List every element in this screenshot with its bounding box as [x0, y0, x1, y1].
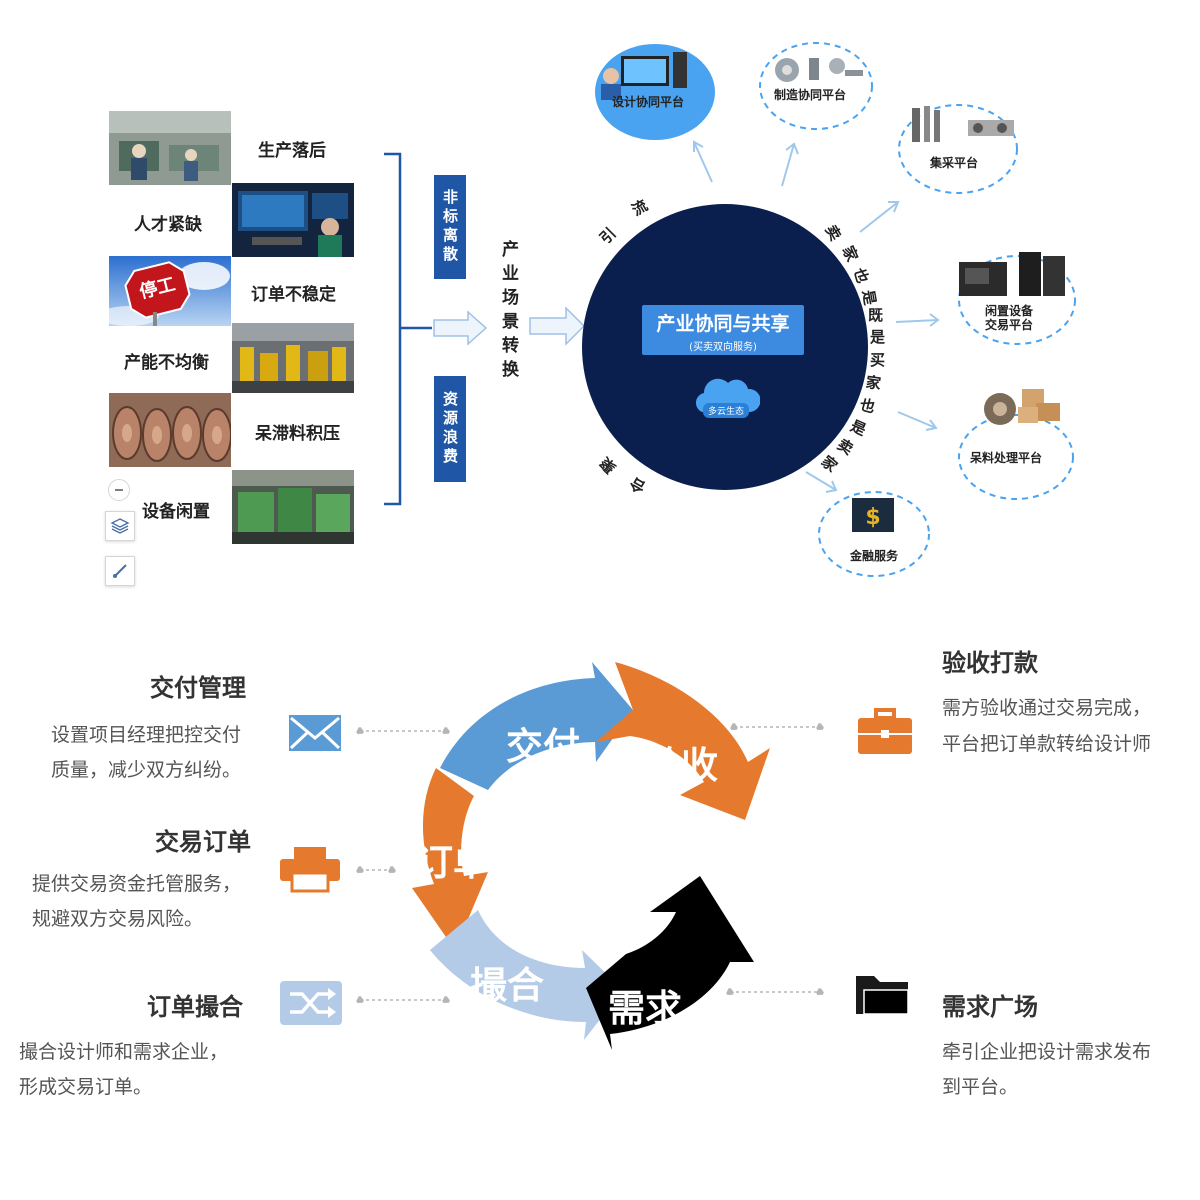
folder-icon [856, 976, 909, 1015]
arc-right-5: 既 [868, 306, 884, 324]
idle-platform-label-1: 闲置设备 [985, 304, 1034, 318]
scrap-platform-label: 呆料处理平台 [970, 451, 1043, 465]
delivery-mgmt-title: 交付管理 [150, 674, 246, 702]
cycle-label-match: 撮合 [470, 964, 544, 1007]
cycle-segment-match [430, 910, 623, 1040]
design-platform-label: 设计协同平台 [612, 95, 685, 109]
layers-icon [110, 518, 130, 534]
shuffle-icon [280, 981, 342, 1025]
design-platform-circle [595, 44, 715, 140]
demand-square-desc-2: 到平台。 [942, 1076, 1019, 1098]
brush-icon [113, 564, 127, 578]
layers-button[interactable] [105, 511, 135, 541]
scene-transform-text: 产业场景转换 [498, 240, 518, 384]
trade-order-desc-1: 提供交易资金托管服务， [32, 873, 242, 895]
delivery-mgmt-desc-1: 设置项目经理把控交付 [51, 724, 242, 746]
outward-arrows [693, 140, 940, 493]
finance-platform-circle: $ [818, 491, 930, 577]
acceptance-pay-desc-1: 需方验收通过交易完成， [942, 697, 1152, 719]
trade-order-desc-2: 规避双方交易风险。 [32, 908, 204, 930]
problem-label-capacity: 产能不均衡 [124, 353, 209, 373]
cycle-segment-acceptance [596, 662, 770, 820]
stop-sign-photo: 停工 [109, 256, 231, 330]
right-arrow-1 [433, 310, 488, 346]
cycle-segment-delivery [440, 662, 633, 790]
problem-label-talent: 人才紧缺 [134, 215, 202, 235]
purchase-platform-circle [898, 104, 1018, 194]
problem-label-production: 生产落后 [258, 141, 326, 161]
arc-right-6: 是 [870, 328, 886, 346]
robot-line-photo [232, 323, 354, 393]
cycle-label-order: 订单 [416, 841, 490, 884]
hub-title-box: 产业协同与共享 (买卖双向服务) [642, 305, 804, 355]
flow-connectors [384, 152, 586, 506]
tag-nonstandard: 非标离散 [434, 175, 466, 279]
demand-square-title: 需求广场 [942, 993, 1038, 1021]
envelope-icon [289, 715, 341, 751]
acceptance-pay-title: 验收打款 [942, 649, 1038, 677]
zoom-out-button[interactable] [108, 479, 130, 501]
cycle-label-delivery: 交付 [506, 725, 580, 768]
idle-platform-circle [958, 252, 1076, 345]
factory-photo [109, 111, 231, 185]
right-arrow-2 [529, 306, 586, 346]
delivery-mgmt-desc-2: 质量，减少双方纠纷。 [51, 759, 242, 781]
idle-platform-label-2: 交易平台 [985, 318, 1034, 332]
cycle-label-acceptance: 验收 [644, 744, 718, 787]
finance-platform-label: 金融服务 [850, 549, 899, 563]
manufacture-platform-circle [759, 42, 873, 130]
cycle-segment-order [412, 768, 488, 950]
order-match-desc-1: 撮合设计师和需求企业， [19, 1041, 229, 1063]
demand-square-desc-1: 牵引企业把设计需求发布 [942, 1041, 1152, 1063]
cycle-connectors [356, 723, 824, 1004]
arc-right-7: 买 [870, 351, 886, 369]
brush-button[interactable] [105, 556, 135, 586]
cloud-label: 多云生态 [703, 403, 750, 418]
hub-title: 产业协同与共享 [656, 313, 790, 335]
cycle-diagram [412, 662, 770, 1050]
order-match-desc-2: 形成交易订单。 [19, 1076, 153, 1098]
hub-subtitle: (买卖双向服务) [689, 342, 757, 353]
printer-icon [280, 847, 340, 893]
problem-label-idle: 设备闲置 [142, 502, 210, 522]
briefcase-icon [858, 708, 912, 754]
minus-icon [115, 489, 123, 491]
idle-machines-photo [232, 470, 354, 544]
problem-label-orders: 订单不稳定 [251, 285, 336, 305]
manufacture-platform-label: 制造协同平台 [774, 88, 847, 102]
tag-waste: 资源浪费 [434, 376, 466, 482]
purchase-platform-label: 集采平台 [930, 156, 979, 170]
office-photo [232, 183, 354, 257]
svg-text:$: $ [865, 505, 880, 530]
acceptance-pay-desc-2: 平台把订单款转给设计师 [942, 733, 1152, 755]
cycle-segment-demand [586, 876, 754, 1050]
trade-order-title: 交易订单 [155, 828, 251, 856]
scrap-platform-circle [958, 389, 1074, 500]
problem-label-inventory: 呆滞料积压 [255, 424, 340, 444]
cycle-label-demand: 需求 [608, 987, 682, 1030]
steel-coil-photo [109, 393, 231, 467]
order-match-title: 订单撮合 [147, 993, 243, 1021]
